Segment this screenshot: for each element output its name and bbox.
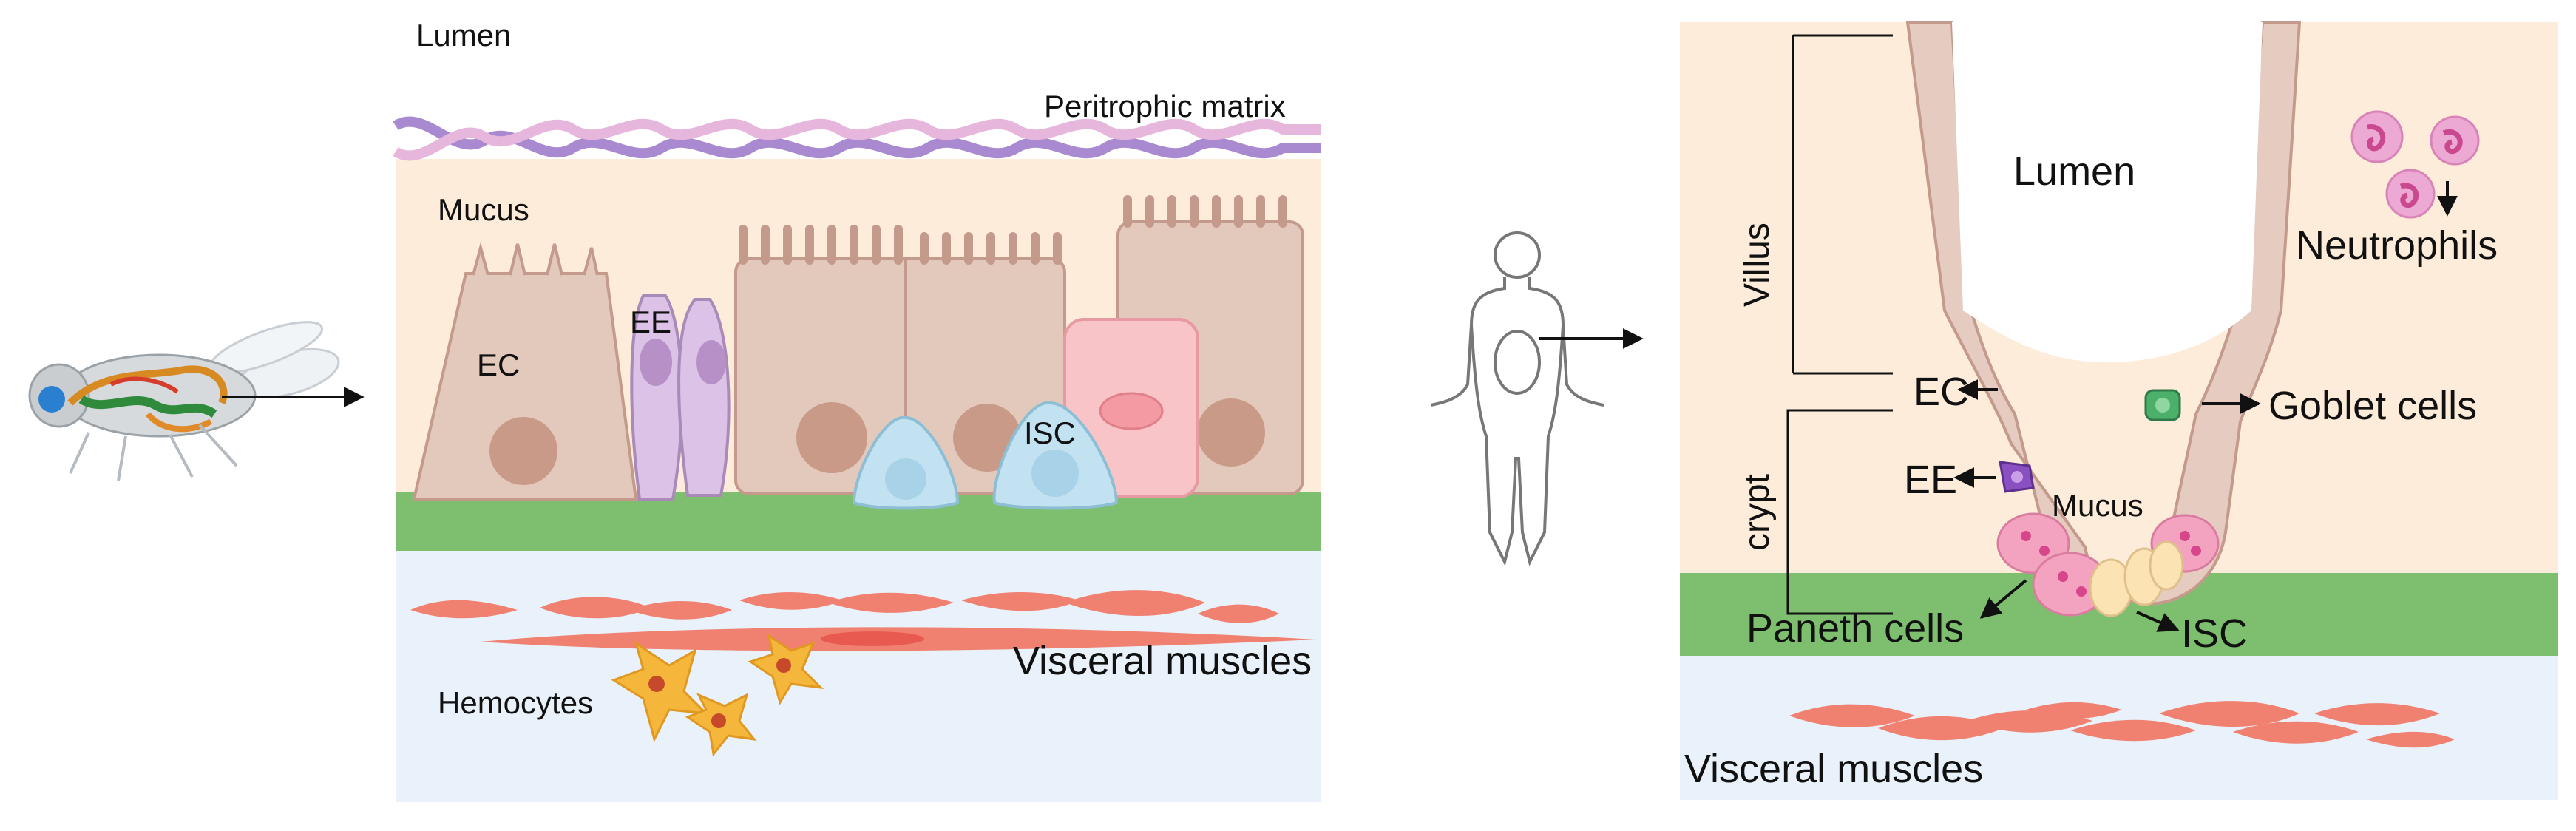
goblet-cell	[2144, 389, 2181, 421]
neutrophils-icon	[2350, 110, 2480, 219]
peritrophic-matrix-label: Peritrophic matrix	[1044, 89, 1286, 123]
human-gut-panel: Villus crypt Lumen Neutrophils EC EE Gob…	[1680, 21, 2558, 800]
fly-mucus-label: Mucus	[438, 192, 529, 227]
fly-visceral-muscles-label: Visceral muscles	[1013, 639, 1312, 683]
hemocytes	[611, 633, 824, 757]
fly-isc-label: ISC	[1024, 416, 1076, 450]
human-lumen-label: Lumen	[2013, 149, 2135, 194]
paneth-cells-label: Paneth cells	[1746, 606, 1964, 651]
villus-label: Villus	[1738, 223, 1777, 307]
isc-arrow	[2136, 611, 2180, 632]
villus-bracket	[1792, 34, 1893, 375]
fly-lumen-label: Lumen	[416, 18, 511, 52]
human-isc-label: ISC	[2181, 611, 2248, 656]
crypt-bracket	[1786, 409, 1893, 615]
peritrophic-matrix	[393, 116, 1321, 161]
human-mucus-label: Mucus	[2052, 488, 2143, 523]
human-ee-label: EE	[1904, 458, 1957, 502]
drosophila-icon	[28, 321, 340, 481]
crypt-label: crypt	[1738, 474, 1777, 551]
paneth-arrow	[1979, 579, 2027, 619]
crypt-base-cells	[1996, 512, 2220, 617]
human-body-icon	[1430, 231, 1604, 566]
ee-cell-human	[1999, 461, 2035, 493]
fly-gut-panel: Lumen Peritrophic matrix Mucus EC EE ISC…	[393, 18, 1321, 802]
ec-cell	[412, 242, 638, 501]
visceral-muscles-fly	[410, 590, 1316, 651]
human-visceral-muscles-label: Visceral muscles	[1684, 747, 1983, 791]
ee-cells	[630, 294, 731, 501]
fly-ee-label: EE	[630, 305, 671, 339]
human-ec-label: EC	[1914, 370, 1969, 414]
visceral-muscles-human	[1789, 701, 2455, 748]
neutrophils-label: Neutrophils	[2296, 223, 2498, 268]
isc-cells	[852, 401, 1119, 510]
fly-ec-label: EC	[477, 347, 520, 382]
hemocytes-label: Hemocytes	[438, 685, 593, 720]
goblet-cells-label: Goblet cells	[2268, 384, 2477, 428]
